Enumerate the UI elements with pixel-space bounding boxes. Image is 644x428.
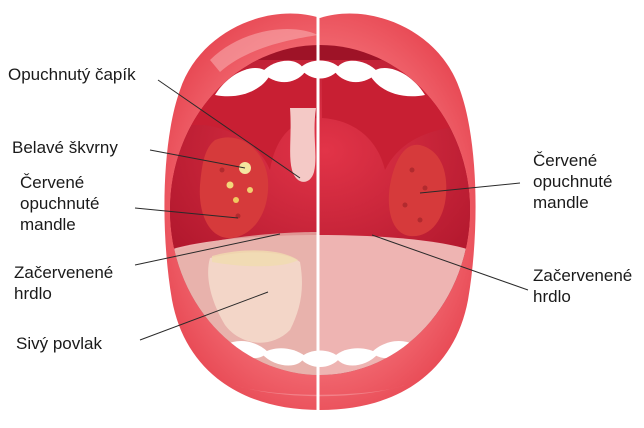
uvula	[290, 108, 316, 182]
label-red-swollen-tonsils-right: Červené opuchnuté mandle	[533, 150, 612, 213]
tonsil-pit	[220, 168, 225, 173]
tonsil-pit	[410, 168, 415, 173]
tonsil-pit	[423, 186, 428, 191]
tonsil-pit	[403, 203, 408, 208]
white-spot	[247, 187, 253, 193]
white-spot	[227, 182, 234, 189]
label-reddened-throat-right: Začervenené hrdlo	[533, 265, 632, 307]
label-gray-coating: Sivý povlak	[16, 333, 102, 354]
white-spot	[233, 197, 239, 203]
label-red-swollen-tonsils-left: Červené opuchnuté mandle	[20, 172, 99, 235]
label-reddened-throat-left: Začervenené hrdlo	[14, 262, 113, 304]
label-whitish-spots: Belavé škvrny	[12, 137, 118, 158]
label-swollen-uvula: Opuchnutý čapík	[8, 64, 136, 85]
tonsil-pit	[418, 218, 423, 223]
